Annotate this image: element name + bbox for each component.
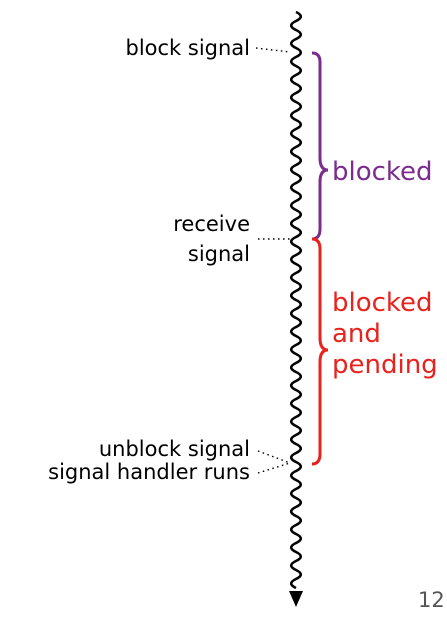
brace-blocked [311,51,329,241]
leader-block-signal [255,47,291,53]
timeline-arrowhead [289,591,303,607]
event-label-unblock-signal: unblock signal [98,437,250,461]
brace-pending [311,237,329,466]
leader-signal-handler [257,462,291,474]
page-number: 12 [418,588,445,612]
timeline-wave [289,10,303,590]
event-label-receive-signal: receive signal [173,212,250,266]
interval-label-blocked: blocked [332,157,433,187]
event-label-signal-handler-runs: signal handler runs [48,460,250,484]
interval-label-blocked-and-pending: blocked and pending [332,288,438,380]
leader-unblock-signal [257,450,291,464]
event-label-block-signal: block signal [125,36,250,60]
